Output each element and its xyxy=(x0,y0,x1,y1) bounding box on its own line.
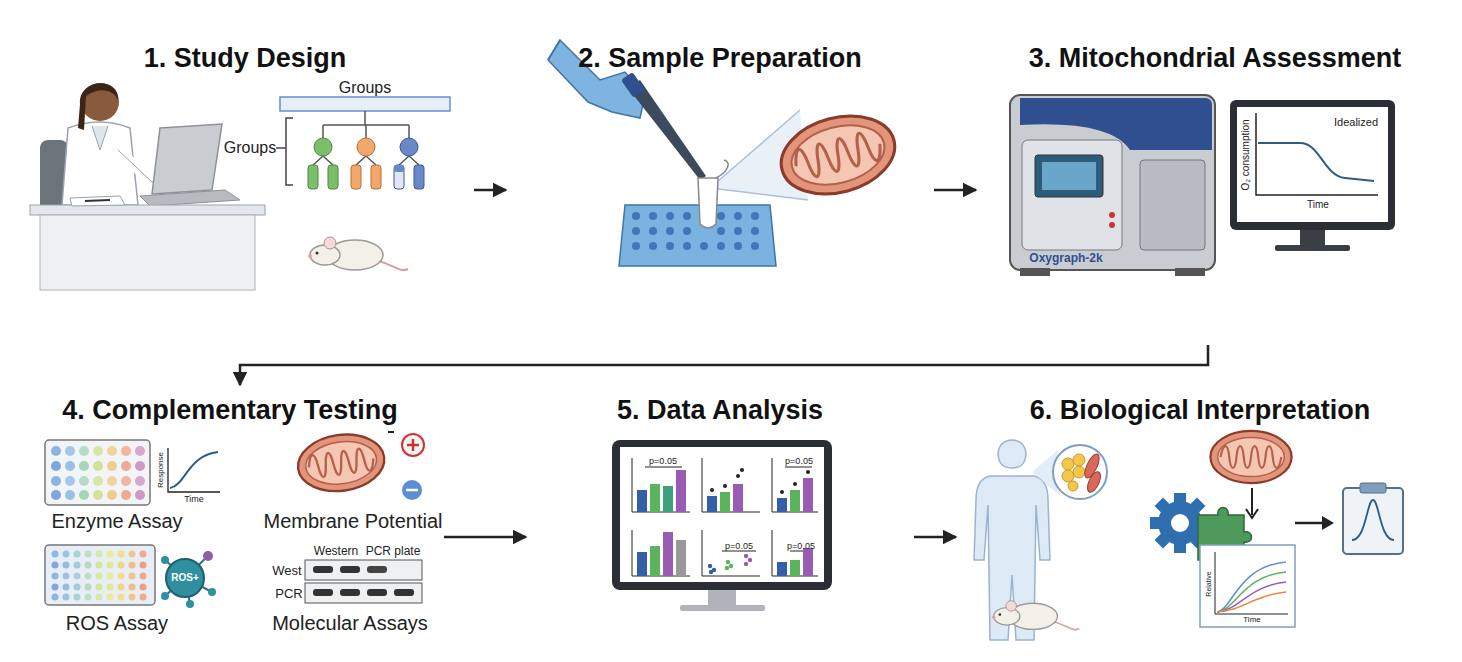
flow-arrow xyxy=(934,189,976,192)
step-heading: 6. Biological Interpretation xyxy=(960,395,1440,426)
annotation-label: p=0.05 xyxy=(785,457,813,466)
annotation-label: ROS Assay xyxy=(66,613,168,633)
annotation-label: Relative xyxy=(1205,571,1212,596)
annotation-label: Time xyxy=(184,495,204,504)
step-heading: 4. Complementary Testing xyxy=(20,395,440,426)
step-heading: 2. Sample Preparation xyxy=(510,43,930,74)
annotation-label: p=0.05 xyxy=(787,542,815,551)
step-heading: 1. Study Design xyxy=(20,43,470,74)
annotation-label: O₂ consumption xyxy=(1241,119,1251,190)
annotation-label: Membrane Potential xyxy=(264,511,443,531)
flow-arrow xyxy=(240,345,1208,385)
step-panel: 1. Study Design xyxy=(20,25,470,345)
annotation-label: PCR plate xyxy=(366,545,421,557)
annotation-label: Response xyxy=(157,452,165,488)
annotation-label: ROS+ xyxy=(171,573,199,583)
flow-arrow xyxy=(914,536,956,539)
flow-arrow xyxy=(474,189,506,192)
annotation-label: Time xyxy=(1243,616,1260,624)
annotation-label: Western xyxy=(314,545,358,557)
step-heading: 5. Data Analysis xyxy=(530,395,910,426)
annotation-label: Time xyxy=(1307,200,1329,210)
step-panel: 3. Mitochondrial Assessment xyxy=(980,25,1450,345)
annotation-label: Groups xyxy=(224,140,276,156)
annotation-label: p=0.05 xyxy=(725,542,753,551)
annotation-label: Molecular Assays xyxy=(272,613,428,633)
annotation-label: p=0.05 xyxy=(649,457,677,466)
step-panel: 6. Biological Interpretation xyxy=(960,385,1440,650)
annotation-label: West xyxy=(272,564,301,577)
annotation-label: Groups xyxy=(339,80,391,96)
step-panel: 5. Data Analysis xyxy=(530,385,910,650)
step-panel: 2. Sample Preparation xyxy=(510,25,930,345)
annotation-label: Enzyme Assay xyxy=(51,511,182,531)
annotation-label: Oxygraph-2k xyxy=(1029,252,1102,264)
annotation-label: PCR xyxy=(275,587,302,600)
annotation-label: Idealized xyxy=(1334,117,1378,128)
flow-arrow xyxy=(444,536,526,539)
step-heading: 3. Mitochondrial Assessment xyxy=(980,43,1450,74)
